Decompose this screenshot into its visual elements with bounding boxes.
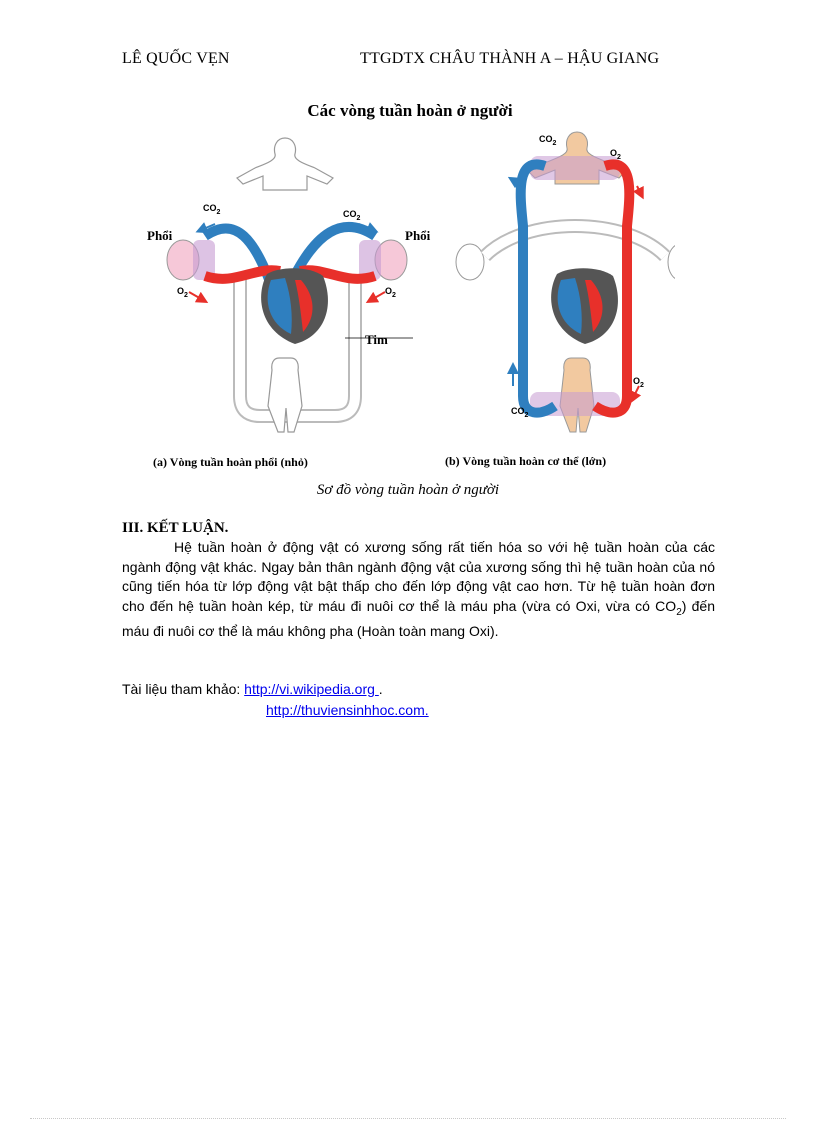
body-lower-a	[267, 357, 303, 433]
vena-cava	[515, 159, 558, 418]
references-trailing-dot: .	[378, 681, 383, 697]
lung-right-b	[667, 245, 675, 279]
paragraph-text-2: ) đến máu đi nuôi cơ thể là máu không ph…	[122, 597, 715, 639]
header-institution: TTGDTX CHÂU THÀNH A – HẬU GIANG	[360, 50, 660, 67]
page-bottom-rule	[30, 1118, 786, 1119]
lung-left-b	[455, 243, 485, 281]
paragraph-text-1: Hệ tuần hoàn ở động vật có xương sống rấ…	[122, 539, 715, 614]
label-co2-right-a: CO2	[343, 209, 361, 222]
panel-b: CO2 O2 O2 CO2 (b) Vòng tuần hoàn cơ thể …	[445, 131, 675, 468]
panel-b-caption: (b) Vòng tuần hoàn cơ thể (lớn)	[445, 454, 606, 468]
label-o2-right-a: O2	[385, 286, 396, 299]
label-co2-left-a: CO2	[203, 203, 221, 216]
circulation-figure: Các vòng tuần hoàn ở người Phổi Phổi CO2	[147, 101, 675, 469]
header-author: LÊ QUỐC VẸN	[122, 50, 230, 67]
body-upper-a	[236, 137, 334, 191]
label-lung-left-a: Phổi	[147, 228, 173, 243]
figure-caption: Sơ đồ vòng tuần hoàn ở người	[316, 482, 500, 498]
paragraph-subscript: 2	[676, 606, 682, 618]
figure-title: Các vòng tuần hoàn ở người	[307, 101, 512, 120]
conclusion-paragraph: Hệ tuần hoàn ở động vật có xương sống rấ…	[122, 538, 715, 641]
label-co2-top-b: CO2	[539, 134, 557, 147]
label-lung-right-a: Phổi	[405, 228, 431, 243]
aorta	[592, 159, 635, 418]
reference-link-wikipedia[interactable]: http://vi.wikipedia.org	[244, 681, 379, 697]
label-o2-top-b: O2	[610, 148, 621, 161]
references-label: Tài liệu tham khảo:	[122, 681, 245, 697]
panel-a-caption: (a) Vòng tuần hoàn phổi (nhỏ)	[153, 455, 308, 469]
panel-a: Phổi Phổi CO2 CO2 O2 O2 Tim (a) Vòng tuầ…	[147, 137, 431, 469]
reference-link-thuviensinhhoc[interactable]: http://thuviensinhhoc.com.	[266, 702, 429, 718]
references: Tài liệu tham khảo: http://vi.wikipedia.…	[122, 679, 429, 721]
label-heart-a: Tim	[365, 332, 388, 347]
label-co2-bottom-b: CO2	[511, 406, 529, 419]
pulmonary-vein-left	[203, 265, 281, 284]
label-o2-bottom-b: O2	[633, 376, 644, 389]
label-o2-left-a: O2	[177, 286, 188, 299]
section-heading: III. KẾT LUẬN.	[122, 520, 229, 536]
